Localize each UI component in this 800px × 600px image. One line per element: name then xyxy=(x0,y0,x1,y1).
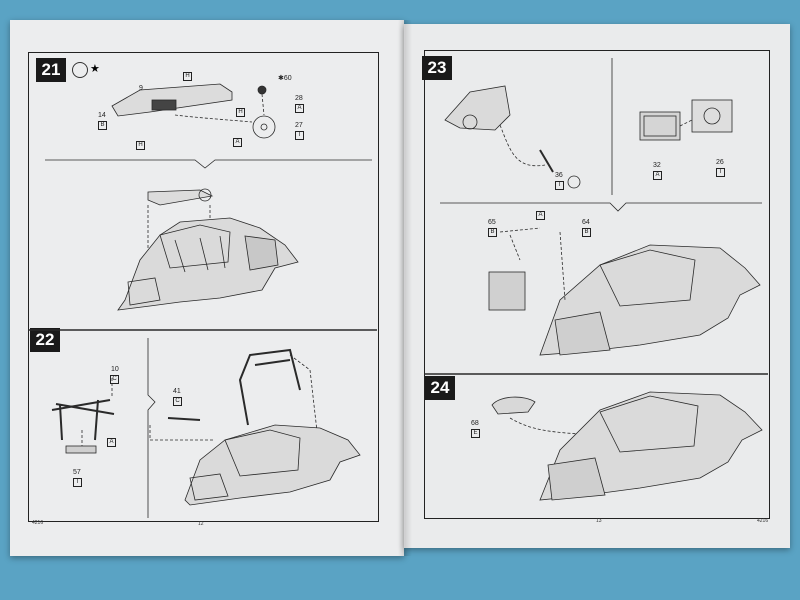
right-dividers xyxy=(424,58,768,375)
step24-chassis xyxy=(491,391,763,501)
sprue-b-box-2: B xyxy=(488,228,497,237)
sprue-a-box-5: A xyxy=(536,211,545,220)
sprue-i-box-1: I xyxy=(295,131,304,140)
right-footer-code: 4216 xyxy=(757,518,769,524)
sprue-c-box-2: C xyxy=(173,397,182,406)
step21-chassis xyxy=(117,188,299,311)
part-57-label: 57 xyxy=(73,469,81,476)
part-9-label: 9 xyxy=(139,85,143,92)
sprue-i-box-2: I xyxy=(73,478,82,487)
part-36-label: 36 xyxy=(555,172,563,179)
sprue-c-box-1: C xyxy=(110,375,119,384)
part-41-label: 41 xyxy=(173,388,181,395)
step-23-number: 23 xyxy=(422,56,452,80)
star-icon: ★ xyxy=(90,63,100,75)
step23-parts xyxy=(444,85,733,189)
sprue-h-box-3: H xyxy=(136,141,145,150)
step-21-number: 21 xyxy=(36,58,66,82)
sprue-h-box-1: H xyxy=(183,72,192,81)
part-64-label: 64 xyxy=(582,219,590,226)
left-page-frame xyxy=(28,52,379,522)
left-page-number: 12 xyxy=(198,521,204,527)
part-27-label: 27 xyxy=(295,122,303,129)
sprue-i-box-4: I xyxy=(716,168,725,177)
sprue-b-box: B xyxy=(98,121,107,130)
part-28-label: 28 xyxy=(295,95,303,102)
step-24-number: 24 xyxy=(425,376,455,400)
step-22-number: 22 xyxy=(30,328,60,352)
center-fold xyxy=(398,20,412,556)
part-10-label: 10 xyxy=(111,366,119,373)
left-dividers xyxy=(28,159,377,518)
sprue-a-box-2: A xyxy=(233,138,242,147)
sprue-a-box-1: A xyxy=(295,104,304,113)
sprue-i-box-3: I xyxy=(555,181,564,190)
step23-chassis xyxy=(488,227,761,356)
step22-cage-parts xyxy=(51,378,215,454)
dashboard-part xyxy=(111,83,276,139)
part-60-label: ✱60 xyxy=(278,75,292,82)
part-65-label: 65 xyxy=(488,219,496,226)
right-page-number: 13 xyxy=(596,518,602,524)
part-32-label: 32 xyxy=(653,162,661,169)
right-page-frame xyxy=(424,50,770,519)
sprue-e-box: E xyxy=(471,429,480,438)
part-26-label: 26 xyxy=(716,159,724,166)
sprue-b-box-3: B xyxy=(582,228,591,237)
left-footer-code: 4216 xyxy=(32,520,44,526)
step22-chassis xyxy=(184,348,361,506)
sprue-a-box-4: A xyxy=(653,171,662,180)
part-14-label: 14 xyxy=(98,112,106,119)
part-68-label: 68 xyxy=(471,420,479,427)
paint-reference-icon xyxy=(72,62,88,78)
sprue-a-box-3: A xyxy=(107,438,116,447)
sprue-h-box-2: H xyxy=(236,108,245,117)
